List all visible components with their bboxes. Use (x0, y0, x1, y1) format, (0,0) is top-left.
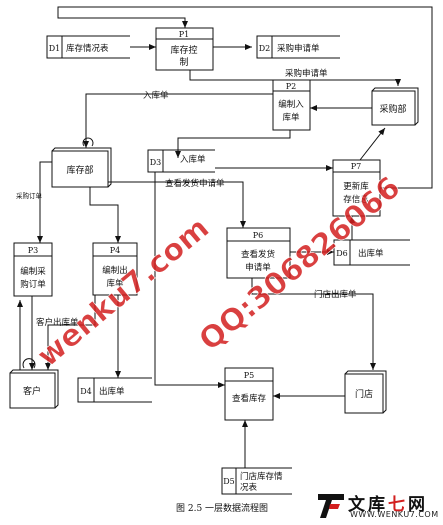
entity-label: 采购部 (379, 103, 406, 115)
process-id: P2 (286, 82, 296, 91)
process-label: 编制出 (102, 265, 128, 276)
store-label: 出库单 (99, 386, 125, 397)
store-d2: D2 采购申请单 (256, 35, 340, 59)
store-label: 库存情况表 (66, 43, 109, 54)
process-id: P3 (28, 246, 38, 255)
process-label: 库单 (282, 112, 300, 123)
process-p3: P3 编制采 购订单 (13, 242, 53, 297)
process-p1: P1 库存控 制 (155, 27, 214, 71)
process-label: 查看发货 (241, 249, 276, 260)
watermark-text: QQ:306826066 (193, 170, 408, 358)
flow-label-purchase-order: 采购订单 (16, 191, 43, 200)
process-label: 编制入 (278, 99, 304, 110)
flow-warehouse-to-p3 (37, 161, 52, 243)
store-id: D5 (223, 477, 235, 486)
flow-lines (17, 6, 433, 468)
process-label: 申请单 (245, 262, 271, 273)
figure-caption: 图 2.5 一层数据流程图 (176, 502, 268, 514)
flow-label-store-outbound: 门店出库单 (314, 289, 357, 300)
store-d6: D6 出库单 (333, 239, 410, 266)
process-id: P4 (110, 246, 120, 255)
logo-brand-part: 七 (388, 495, 408, 515)
store-label: 入库单 (180, 154, 206, 165)
process-label: 库单 (106, 278, 124, 289)
process-label: 编制采 (20, 266, 46, 277)
flow-inbound-p2-to-warehouse (83, 93, 273, 148)
store-d4: D4 出库单 (77, 377, 152, 403)
process-id: P5 (244, 371, 254, 380)
process-p6: P6 查看发货 申请单 (226, 227, 291, 279)
entity-label: 库存部 (66, 164, 93, 176)
process-label: 更新库 (343, 181, 369, 192)
entity-label: 门店 (355, 388, 373, 400)
store-d1: D1 库存情况表 (46, 35, 130, 59)
flow-label-purchase-request: 采购申请单 (285, 68, 328, 79)
flow-label-customer-outbound: 客户出库单 (36, 317, 79, 328)
store-d3: D3 入库单 (147, 149, 215, 173)
flow-warehouse-to-p5 (154, 172, 225, 388)
flow-store-outbound (251, 278, 376, 370)
process-p5: P5 查看库存 (224, 367, 274, 421)
store-id: D6 (336, 249, 348, 258)
process-p2: P2 编制入 库单 (272, 79, 311, 131)
watermark-text: wenku7.com (31, 211, 216, 375)
flow-p7-to-purchasing (359, 127, 386, 161)
flow-p2-to-d3 (175, 130, 291, 158)
store-label: 采购申请单 (277, 43, 320, 54)
logo-brand: 文库七网 (348, 490, 428, 515)
process-id: P6 (253, 231, 263, 240)
process-label: 存信息 (343, 194, 369, 205)
process-id: P7 (351, 162, 361, 171)
process-id: P1 (179, 30, 189, 39)
flow-customer-outbound (45, 290, 96, 370)
entity-warehouse: 库存部 (51, 147, 112, 188)
store-id: D4 (80, 387, 92, 396)
entity-customer: 客户 (9, 369, 59, 409)
flow-label-view-delivery: 查看发货申请单 (165, 178, 225, 189)
flow-label-inbound: 入库单 (143, 90, 169, 101)
flow-view-delivery (108, 181, 246, 228)
watermark: wenku7.com QQ:306826066 (30, 170, 408, 375)
process-label: 制 (179, 56, 188, 68)
flow-loop-customer (22, 358, 36, 369)
store-id: D3 (150, 158, 162, 167)
logo-url: WWW.WENKU7.COM (350, 510, 439, 519)
logo-brand-part: 文库 (348, 495, 388, 515)
process-label: 购订单 (20, 279, 46, 290)
store-label: 况表 (240, 482, 258, 493)
store-id: D1 (49, 44, 61, 53)
logo-brand-part: 网 (408, 495, 428, 515)
process-label: 库存控 (170, 44, 197, 56)
store-label: 门店库存情 (240, 471, 283, 482)
flow-warehouse-to-p4 (89, 185, 121, 243)
store-label: 出库单 (358, 248, 384, 259)
logo-mark-icon (318, 494, 344, 518)
store-id: D2 (259, 44, 271, 53)
process-label: 查看库存 (232, 393, 267, 404)
site-logo: 文库七网 WWW.WENKU7.COM (316, 490, 438, 522)
entity-purchasing: 采购部 (371, 87, 419, 126)
flow-loop-warehouse (82, 137, 94, 147)
process-p7: P7 更新库 存信息 (332, 159, 381, 217)
entity-label: 客户 (23, 385, 41, 397)
store-d5: D5 门店库存情 况表 (221, 467, 292, 495)
entity-store: 门店 (344, 370, 387, 414)
flow-loop-p7-to-p1 (57, 6, 433, 189)
process-p4: P4 编制出 库单 (92, 242, 138, 296)
